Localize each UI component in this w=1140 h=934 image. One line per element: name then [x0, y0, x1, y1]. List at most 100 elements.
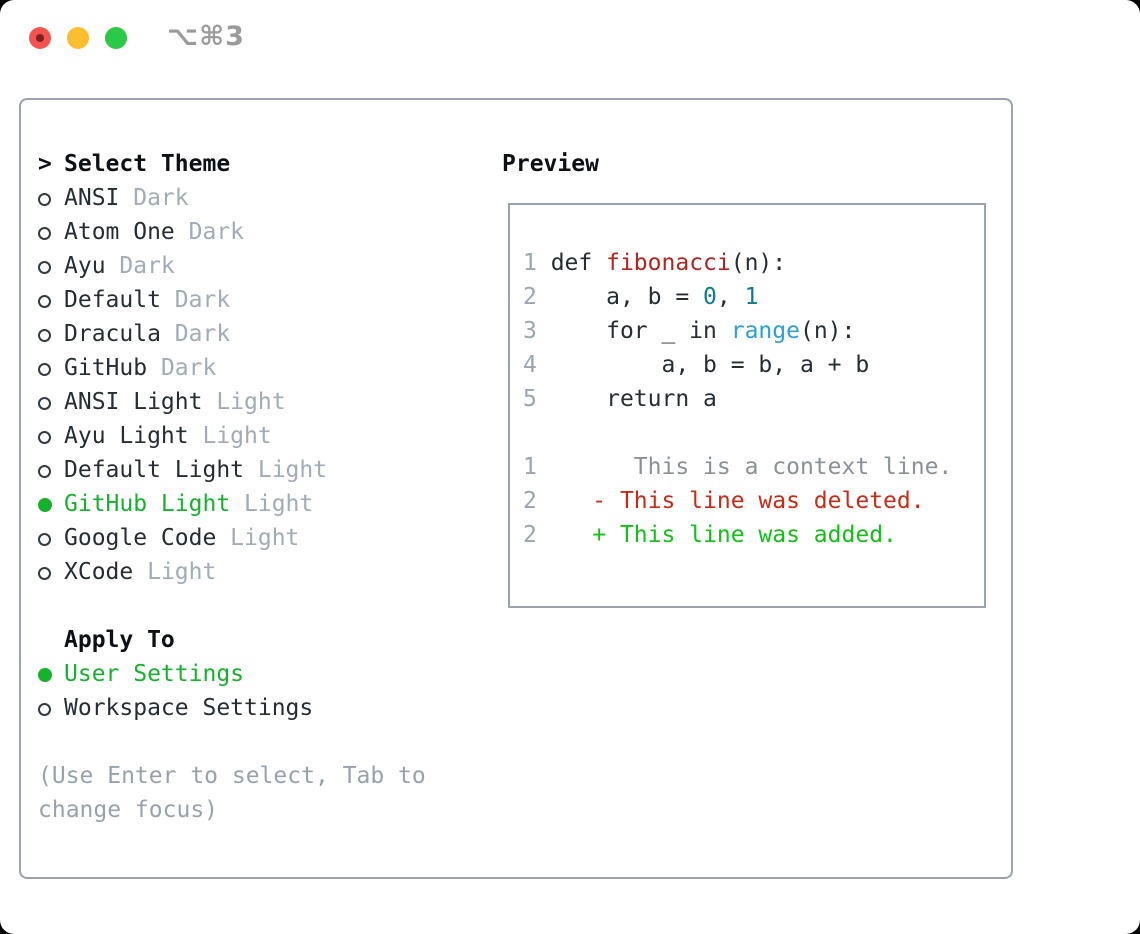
code-segment: , [716, 284, 745, 310]
theme-variant-tag: Light [147, 559, 217, 585]
hint-text: (Use Enter to select, Tab to change focu… [38, 763, 426, 823]
radio-icon [38, 259, 64, 274]
radio-icon [38, 565, 64, 580]
code-segment: for _ in [536, 318, 731, 344]
line-number: 1 [523, 250, 537, 276]
minimize-button[interactable] [67, 27, 89, 49]
theme-option[interactable]: GitHub Dark [21, 351, 491, 385]
radio-unselected-icon [38, 362, 51, 376]
theme-option[interactable]: Default Dark [21, 283, 491, 317]
radio-icon [38, 191, 64, 206]
code-segment: This is a context line. [536, 454, 953, 480]
zoom-button[interactable] [105, 27, 127, 49]
code-line: 2 + This line was added. [523, 518, 984, 552]
radio-unselected-icon [38, 192, 51, 206]
theme-variant-tag: Dark [119, 253, 175, 279]
apply-to-option[interactable]: Workspace Settings [21, 691, 491, 725]
select-theme-header-row: > Select Theme [21, 147, 491, 181]
line-number: 2 [523, 522, 537, 548]
option-label: Ayu Light [64, 423, 189, 449]
radio-unselected-icon [38, 260, 51, 274]
radio-icon [38, 701, 64, 716]
spacer [21, 589, 491, 623]
focus-prompt-icon: > [38, 151, 52, 177]
radio-unselected-icon [38, 294, 51, 308]
apply-to-option[interactable]: User Settings [21, 657, 491, 691]
theme-variant-tag: Dark [188, 219, 245, 245]
radio-unselected-icon [38, 328, 51, 342]
code-segment: 0 [703, 284, 717, 310]
theme-option[interactable]: Atom One Dark [21, 215, 491, 249]
code-line: 3 for _ in range(n): [523, 314, 984, 348]
select-theme-header: Select Theme [64, 151, 231, 177]
apply-to-header: Apply To [64, 627, 175, 653]
code-segment: (n): [799, 318, 856, 344]
preview-header: Preview [502, 151, 599, 177]
radio-icon [38, 225, 64, 240]
radio-icon [38, 496, 64, 512]
line-number: 1 [523, 454, 537, 480]
code-segment: def [536, 250, 607, 276]
code-line: 1 def fibonacci(n): [523, 246, 984, 280]
radio-unselected-icon [38, 430, 51, 444]
theme-option[interactable]: Ayu Light Light [21, 419, 491, 453]
line-number: 2 [523, 488, 537, 514]
line-number: 5 [523, 386, 537, 412]
theme-variant-tag: Light [257, 457, 328, 483]
code-segment: range [730, 318, 800, 344]
theme-option[interactable]: XCode Light [21, 555, 491, 589]
theme-option[interactable]: GitHub Light Light [21, 487, 491, 521]
radio-icon [38, 327, 64, 342]
theme-variant-tag: Dark [174, 287, 231, 313]
line-number: 2 [523, 284, 537, 310]
close-button[interactable] [29, 27, 51, 49]
spacer [21, 725, 491, 759]
code-segment: fibonacci [606, 250, 731, 276]
radio-icon [38, 463, 64, 478]
theme-variant-tag: Light [216, 389, 286, 415]
radio-unselected-icon [38, 532, 51, 546]
radio-icon [38, 293, 64, 308]
code-line: 5 return a [523, 382, 984, 416]
theme-variant-tag: Light [202, 423, 272, 449]
option-label: ANSI [64, 185, 120, 211]
option-label: Default [64, 287, 161, 313]
radio-selected-icon [38, 498, 52, 512]
code-segment: a, b = [536, 284, 704, 310]
option-label: GitHub Light [64, 491, 231, 517]
option-label: User Settings [64, 661, 245, 687]
option-label: Workspace Settings [64, 695, 314, 721]
option-label: Atom One [64, 219, 175, 245]
radio-icon [38, 429, 64, 444]
theme-option[interactable]: Default Light Light [21, 453, 491, 487]
theme-variant-tag: Dark [174, 321, 231, 347]
line-number: 3 [523, 318, 537, 344]
option-label: Default Light [64, 457, 245, 483]
radio-icon [38, 666, 64, 682]
theme-variant-tag: Dark [160, 355, 217, 381]
radio-unselected-icon [38, 396, 51, 410]
code-segment: (n): [730, 250, 787, 276]
radio-unselected-icon [38, 702, 51, 716]
code-segment: return a [536, 386, 717, 412]
option-label: GitHub [64, 355, 148, 381]
radio-icon [38, 531, 64, 546]
code-line: 1 This is a context line. [523, 450, 984, 484]
theme-variant-tag: Light [244, 491, 314, 517]
option-label: XCode [64, 559, 134, 585]
code-segment: - This line was deleted. [536, 488, 925, 514]
code-segment: a, b = b, a + b [536, 352, 870, 378]
radio-unselected-icon [38, 464, 51, 478]
code-line: 4 a, b = b, a + b [523, 348, 984, 382]
radio-icon [38, 395, 64, 410]
code-segment: + This line was added. [536, 522, 897, 548]
